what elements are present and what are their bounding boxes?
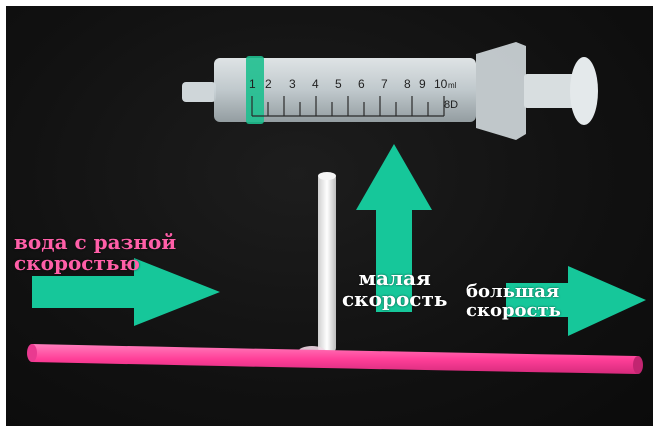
scale-unit: ml xyxy=(448,81,457,90)
scale-number: 3 xyxy=(289,77,296,91)
label-line: скоростью xyxy=(14,253,176,274)
pink-straw-right-end xyxy=(633,356,643,374)
label-line: малая xyxy=(342,268,447,289)
scale-number: 6 xyxy=(358,77,365,91)
vertical-tube-top xyxy=(318,172,336,180)
photo-frame: 1 2 3 4 5 6 7 8 9 10 ml 8D xyxy=(6,6,653,426)
scale-number: 5 xyxy=(335,77,342,91)
scale-number: 10 xyxy=(434,77,448,91)
label-low-speed: малая скорость xyxy=(342,268,447,310)
syringe-nozzle xyxy=(182,82,216,102)
label-high-speed: большая скорость xyxy=(466,283,561,321)
label-line: скорость xyxy=(342,289,447,310)
scale-number: 9 xyxy=(419,77,426,91)
vertical-tube xyxy=(298,172,336,358)
scale-number: 4 xyxy=(312,77,319,91)
pink-straw-left-end xyxy=(27,344,37,362)
scale-number: 8 xyxy=(404,77,411,91)
label-line: вода с разной xyxy=(14,232,176,253)
syringe-plunger-rod xyxy=(524,74,576,108)
syringe-plunger-thumb xyxy=(570,57,598,125)
scale-number: 1 xyxy=(249,77,256,91)
label-line: скорость xyxy=(466,302,561,321)
photo-scene: 1 2 3 4 5 6 7 8 9 10 ml 8D xyxy=(6,6,653,426)
scale-number: 2 xyxy=(265,77,272,91)
syringe-brand-mark: 8D xyxy=(444,99,458,111)
vertical-tube-body xyxy=(318,174,336,352)
scale-number: 7 xyxy=(381,77,388,91)
label-water-varying-speed: вода с разной скоростью xyxy=(14,232,176,274)
syringe-flange xyxy=(476,42,526,140)
syringe: 1 2 3 4 5 6 7 8 9 10 ml 8D xyxy=(182,42,598,140)
